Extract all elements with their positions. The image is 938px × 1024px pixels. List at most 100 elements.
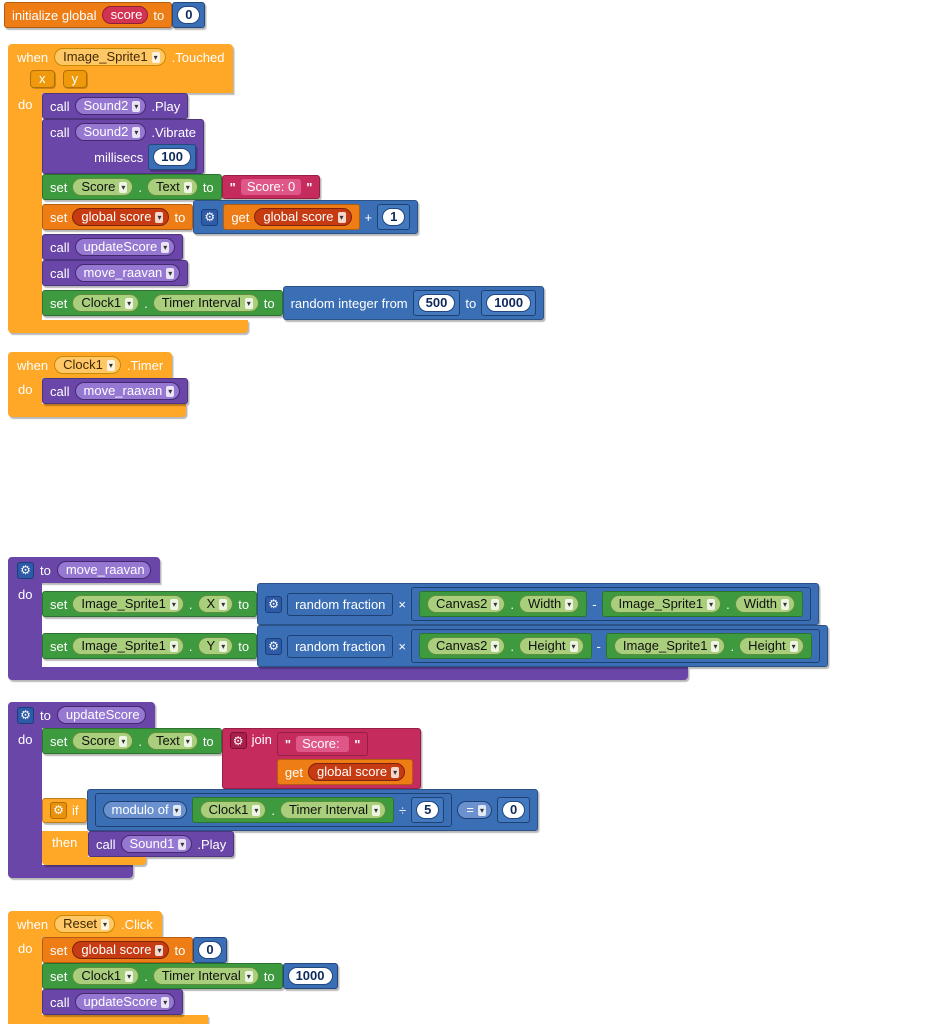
set-global-score-block[interactable]: set global score▾ to: [42, 204, 194, 230]
property-dropdown[interactable]: Y▾: [197, 637, 234, 655]
dropdown-arrow-icon[interactable]: ▾: [169, 598, 178, 610]
call-updatescore-block[interactable]: call updateScore▾: [42, 989, 184, 1015]
when-clock1-timer-block[interactable]: when Clock1▾ .Timer do call move_raavan▾: [8, 352, 189, 417]
property-dropdown[interactable]: Timer Interval▾: [152, 294, 259, 312]
property-dropdown[interactable]: Timer Interval▾: [280, 801, 386, 819]
dropdown-arrow-icon[interactable]: ▾: [183, 181, 192, 193]
dropdown-arrow-icon[interactable]: ▾: [169, 640, 178, 652]
variable-name-field[interactable]: score: [101, 6, 149, 24]
if-block-header[interactable]: ⚙ if: [42, 797, 87, 823]
dropdown-arrow-icon[interactable]: ▾: [132, 126, 141, 138]
set-sprite-y-block[interactable]: set Image_Sprite1▾ . Y▾ to: [42, 633, 258, 659]
component-dropdown[interactable]: Image_Sprite1▾: [72, 595, 184, 613]
variable-dropdown[interactable]: global score▾: [307, 763, 406, 781]
subtract-block[interactable]: Canvas2▾ . Width▾ - Image_Sprite1▾ . Wid…: [411, 587, 811, 621]
multiply-block[interactable]: ⚙ random fraction × Canvas2▾ . Width▾ -: [257, 583, 819, 625]
set-score-text-block[interactable]: set Score▾ . Text▾ to: [42, 728, 222, 754]
property-dropdown[interactable]: Text▾: [146, 732, 198, 750]
property-dropdown[interactable]: X▾: [197, 595, 234, 613]
do-arm[interactable]: do: [8, 93, 42, 320]
dropdown-arrow-icon[interactable]: ▾: [252, 804, 261, 816]
get-global-score-block[interactable]: get global score▾: [223, 204, 360, 230]
dropdown-arrow-icon[interactable]: ▾: [101, 918, 110, 930]
mutator-gear-icon[interactable]: ⚙: [17, 706, 34, 724]
component-dropdown[interactable]: Sound1▾: [120, 835, 193, 853]
dropdown-arrow-icon[interactable]: ▾: [491, 598, 500, 610]
modulo-block[interactable]: modulo of▾ Clock1▾ . Timer Interval▾ ÷ 5: [94, 793, 453, 827]
component-dropdown[interactable]: Score▾: [72, 732, 134, 750]
number-block[interactable]: 100: [148, 144, 196, 170]
dropdown-arrow-icon[interactable]: ▾: [119, 181, 128, 193]
mutator-gear-icon[interactable]: ⚙: [229, 732, 247, 749]
dropdown-arrow-icon[interactable]: ▾: [569, 640, 578, 652]
when-image-sprite1-touched-block[interactable]: when Image_Sprite1▾ .Touched x y do call…: [8, 44, 545, 333]
join-block[interactable]: ⚙ join " Score: " get global score▾: [221, 728, 422, 789]
component-dropdown[interactable]: Sound2▾: [74, 97, 147, 115]
procedure-dropdown[interactable]: move_raavan▾: [74, 264, 181, 282]
dropdown-arrow-icon[interactable]: ▾: [183, 735, 192, 747]
when-reset-click-block[interactable]: when Reset▾ .Click do set global score▾ …: [8, 911, 338, 1024]
number-value[interactable]: 1000: [287, 967, 333, 985]
component-dropdown[interactable]: Clock1▾: [72, 967, 140, 985]
do-arm[interactable]: do: [8, 728, 42, 865]
init-global-score-block[interactable]: initialize global score to 0: [4, 2, 206, 28]
string-value[interactable]: Score:: [296, 736, 350, 752]
procedure-dropdown[interactable]: updateScore▾: [74, 993, 176, 1011]
variable-dropdown[interactable]: global score▾: [72, 208, 170, 226]
number-block[interactable]: 0: [496, 797, 531, 823]
component-dropdown[interactable]: Canvas2▾: [427, 637, 506, 655]
number-block[interactable]: 5: [411, 797, 445, 823]
dropdown-arrow-icon[interactable]: ▾: [161, 996, 170, 1008]
event-block-bottom[interactable]: [8, 404, 186, 417]
component-dropdown[interactable]: Clock1▾: [54, 356, 121, 374]
component-dropdown[interactable]: Image_Sprite1▾: [613, 637, 726, 655]
dropdown-arrow-icon[interactable]: ▾: [244, 970, 253, 982]
random-fraction-block[interactable]: random fraction: [287, 634, 394, 658]
random-integer-block[interactable]: random integer from 500 to 1000: [282, 286, 545, 320]
initialize-global-block[interactable]: initialize global score to: [4, 2, 173, 28]
number-value[interactable]: 100: [153, 148, 191, 166]
dropdown-arrow-icon[interactable]: ▾: [161, 241, 170, 253]
dropdown-arrow-icon[interactable]: ▾: [491, 640, 500, 652]
event-block-header[interactable]: when Clock1▾ .Timer: [8, 352, 173, 378]
procedure-block-bottom[interactable]: [8, 865, 133, 878]
number-block[interactable]: 1000: [282, 963, 338, 989]
mutator-gear-icon[interactable]: ⚙: [17, 561, 34, 579]
sprite-height-getter-block[interactable]: Image_Sprite1▾ . Height▾: [605, 633, 812, 659]
dropdown-arrow-icon[interactable]: ▾: [119, 735, 128, 747]
clock1-timerinterval-getter-block[interactable]: Clock1▾ . Timer Interval▾: [191, 797, 394, 823]
component-dropdown[interactable]: Reset▾: [54, 915, 116, 933]
multiply-block[interactable]: ⚙ random fraction × Canvas2▾ . Height▾ -: [257, 625, 828, 667]
event-param-x[interactable]: x: [30, 70, 55, 88]
dropdown-arrow-icon[interactable]: ▾: [151, 51, 160, 63]
number-value[interactable]: 1000: [486, 294, 532, 312]
dropdown-arrow-icon[interactable]: ▾: [371, 804, 380, 816]
dropdown-arrow-icon[interactable]: ▾: [337, 211, 346, 223]
call-sound2-play-block[interactable]: call Sound2▾ .Play: [42, 93, 189, 119]
event-block-header[interactable]: when Reset▾ .Click: [8, 911, 162, 937]
get-global-score-block[interactable]: get global score▾: [276, 759, 414, 785]
component-dropdown[interactable]: Image_Sprite1▾: [54, 48, 166, 66]
number-value[interactable]: 0: [501, 801, 526, 819]
procedure-block-header[interactable]: ⚙ to move_raavan: [8, 557, 160, 583]
component-dropdown[interactable]: Clock1▾: [72, 294, 140, 312]
equals-block[interactable]: modulo of▾ Clock1▾ . Timer Interval▾ ÷ 5…: [86, 789, 539, 831]
mutator-gear-icon[interactable]: ⚙: [201, 208, 219, 226]
addition-block[interactable]: ⚙ get global score▾ + 1: [193, 200, 419, 234]
procedure-move-raavan-block[interactable]: ⚙ to move_raavan do set Image_Sprite1▾ .…: [8, 557, 828, 680]
text-string-block[interactable]: " Score: ": [276, 732, 369, 756]
event-block-bottom[interactable]: [8, 320, 248, 333]
component-dropdown[interactable]: Canvas2▾: [427, 595, 506, 613]
dropdown-arrow-icon[interactable]: ▾: [166, 267, 175, 279]
dropdown-arrow-icon[interactable]: ▾: [155, 944, 164, 956]
procedure-name-field[interactable]: move_raavan: [56, 561, 151, 579]
dropdown-arrow-icon[interactable]: ▾: [155, 211, 164, 223]
sprite-width-getter-block[interactable]: Image_Sprite1▾ . Width▾: [601, 591, 803, 617]
dropdown-arrow-icon[interactable]: ▾: [780, 598, 789, 610]
call-sound1-play-block[interactable]: call Sound1▾ .Play: [88, 831, 235, 857]
subtract-block[interactable]: Canvas2▾ . Height▾ - Image_Sprite1▾ . He…: [411, 629, 820, 663]
number-value[interactable]: 0: [177, 6, 201, 24]
number-value[interactable]: 1: [382, 208, 406, 226]
number-value[interactable]: 5: [416, 801, 440, 819]
